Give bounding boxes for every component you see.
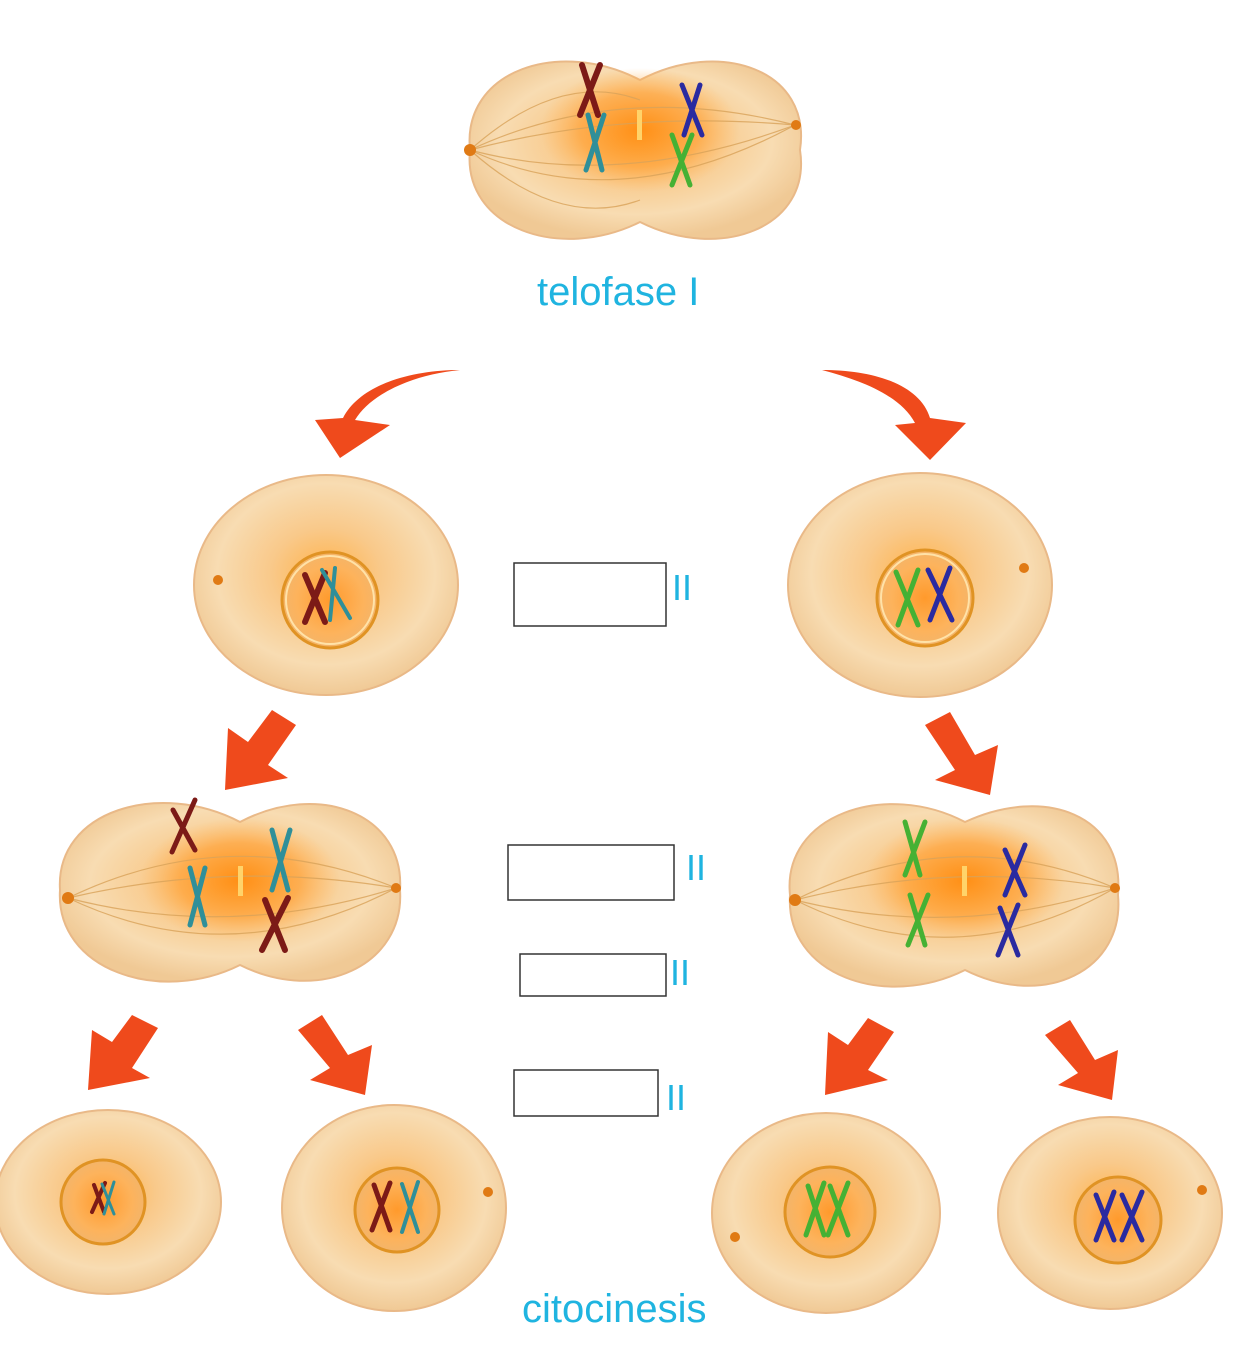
chromosome-dark-red <box>577 62 603 118</box>
arrow-daughter-3 <box>825 1018 894 1095</box>
arrow-daughter-4 <box>1045 1020 1118 1100</box>
daughter-cell-1 <box>0 1109 222 1295</box>
answer-box-4-suffix: II <box>666 1077 686 1118</box>
answer-box-3[interactable] <box>519 953 667 997</box>
chromosome-green <box>669 132 695 188</box>
arrow-daughter-2 <box>298 1015 372 1095</box>
arrow-left-down <box>315 370 460 458</box>
daughter-cell-3 <box>711 1112 941 1314</box>
daughter-cell-2 <box>281 1104 507 1312</box>
cell-prophase-ii-right <box>787 472 1053 698</box>
answer-box-3-suffix: II <box>670 952 690 993</box>
daughter-cell-4 <box>997 1116 1223 1310</box>
chromosome-teal <box>583 112 607 173</box>
centrosome <box>464 144 476 156</box>
arrow-daughter-1 <box>88 1015 158 1090</box>
answer-box-2[interactable] <box>507 844 675 901</box>
arrow-right-down <box>822 370 966 460</box>
cell-telofase-i <box>464 60 803 240</box>
chromosome-blue <box>679 82 705 138</box>
spindle-fibers <box>469 91 796 209</box>
centrosome <box>791 120 801 130</box>
cell-anaphase-ii-left <box>58 797 402 983</box>
cell-prophase-ii-left <box>193 474 459 696</box>
answer-box-2-suffix: II <box>686 847 706 888</box>
answer-box-1[interactable] <box>513 562 667 627</box>
arrow-down-left-2 <box>225 710 296 790</box>
citocinesis-label: citocinesis <box>522 1287 707 1331</box>
answer-box-1-suffix: II <box>672 567 692 608</box>
telofase-label: telofase I <box>537 270 699 314</box>
cell-anaphase-ii-right <box>788 803 1120 988</box>
arrow-down-right-2 <box>925 712 998 795</box>
answer-box-4[interactable] <box>513 1069 659 1117</box>
